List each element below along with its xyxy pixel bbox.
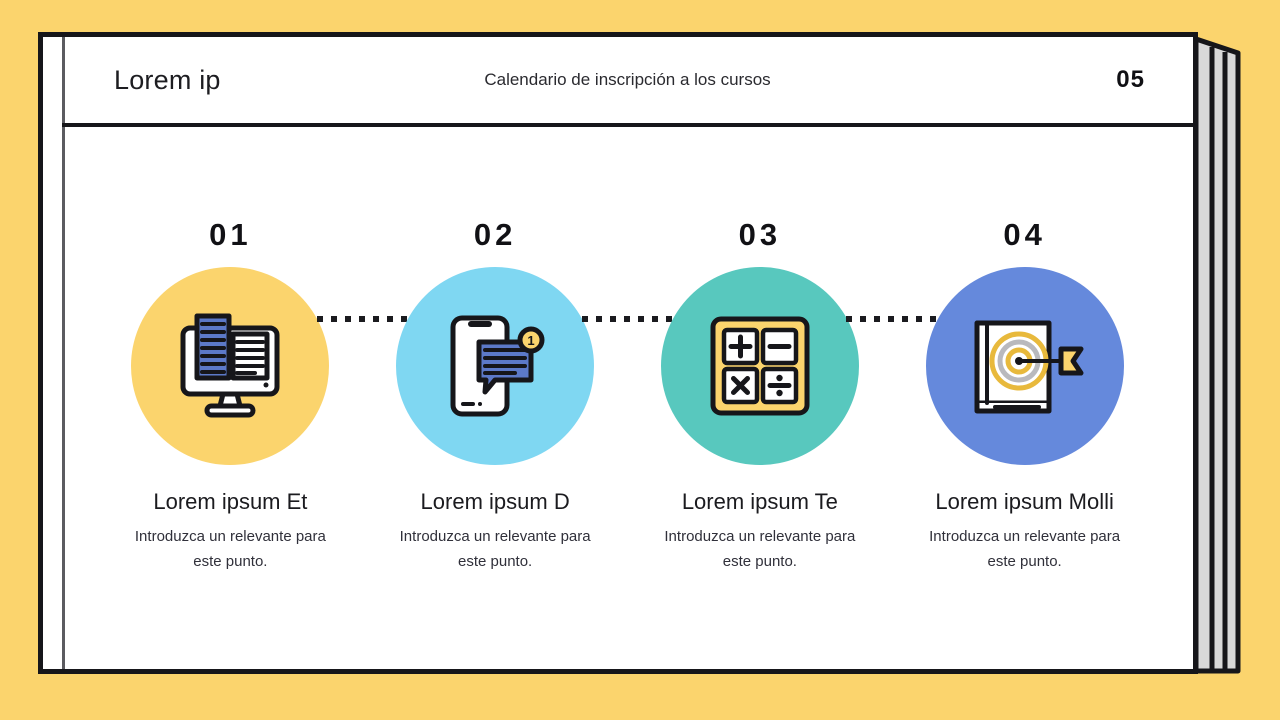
- step-item-04[interactable]: 04: [892, 131, 1157, 669]
- slide-card: Lorem ip Calendario de inscripción a los…: [38, 32, 1198, 674]
- header-center-title: Calendario de inscripción a los cursos: [484, 70, 771, 89]
- slide-spine-line: [62, 37, 65, 669]
- step-connector-dotted: [581, 316, 674, 322]
- header-page-number: 05: [1116, 66, 1145, 93]
- slide-frame: Lorem ip Calendario de inscripción a los…: [38, 32, 1241, 674]
- step-circle[interactable]: [660, 267, 859, 465]
- step-title: Lorem ipsum Molli: [935, 489, 1114, 514]
- step-title: Lorem ipsum Te: [681, 489, 838, 514]
- step-circle[interactable]: 1: [396, 267, 595, 465]
- step-description: Introduzca un relevante para este punto.: [664, 528, 856, 570]
- step-item-01[interactable]: 01: [98, 131, 409, 669]
- step-connector-dotted: [846, 316, 939, 322]
- step-description: Introduzca un relevante para este punto.: [929, 528, 1121, 570]
- notification-badge-count: 1: [528, 333, 535, 348]
- step-item-02[interactable]: 02 1: [363, 131, 674, 669]
- step-description: Introduzca un relevante para este punto.: [399, 528, 591, 570]
- step-title: Lorem ipsum D: [420, 489, 570, 514]
- step-item-03[interactable]: 03: [628, 131, 939, 669]
- page-stack-edge: [1194, 36, 1241, 674]
- step-number: 02: [473, 217, 517, 252]
- header-left-title: Lorem ip: [114, 64, 221, 95]
- step-description: Introduzca un relevante para este punto.: [134, 528, 326, 570]
- step-circle[interactable]: [925, 267, 1124, 465]
- step-number: 04: [1003, 217, 1046, 252]
- smartphone-chat-notification-icon: 1: [450, 315, 545, 417]
- calculator-operations-icon: [710, 316, 810, 416]
- step-number: 03: [738, 217, 782, 252]
- step-title: Lorem ipsum Et: [153, 489, 308, 514]
- book-target-arrow-icon: [974, 320, 1084, 414]
- step-number: 01: [209, 217, 252, 252]
- step-circle[interactable]: [131, 267, 330, 465]
- step-connector-dotted: [316, 316, 409, 322]
- desktop-monitor-reading-icon: [180, 313, 280, 418]
- steps-row: 01: [62, 131, 1193, 669]
- slide-header: Lorem ip Calendario de inscripción a los…: [62, 37, 1193, 127]
